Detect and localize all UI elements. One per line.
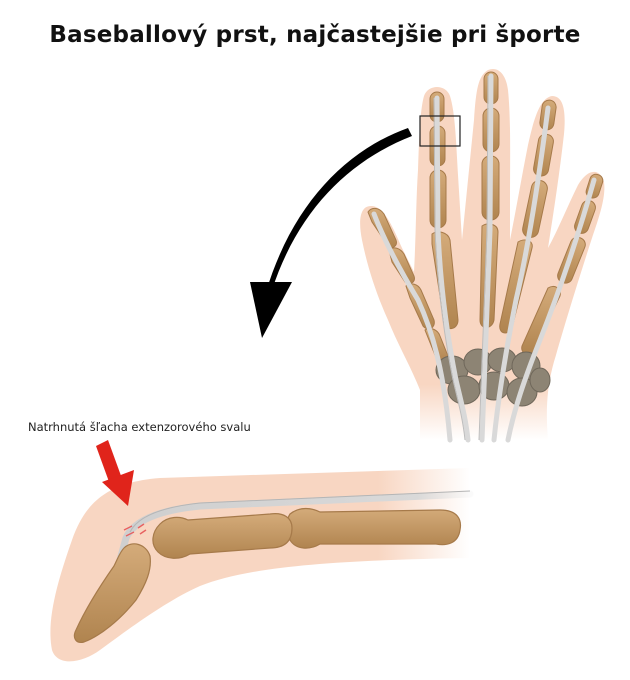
proximal-phalanx bbox=[286, 507, 462, 549]
tear-marks bbox=[123, 523, 147, 537]
tendon-outlines bbox=[433, 75, 489, 441]
finger-cross-section bbox=[50, 468, 474, 662]
extensor-tendons bbox=[371, 73, 597, 443]
middle-phalanx bbox=[152, 513, 293, 559]
distal-phalanx bbox=[73, 543, 151, 643]
diagram-title: Baseballový prst, najčastejšie pri šport… bbox=[49, 22, 581, 48]
highlight-box bbox=[419, 115, 461, 147]
zoom-arrow bbox=[250, 128, 412, 338]
red-pointer-arrow bbox=[96, 440, 134, 506]
hand-illustration bbox=[360, 68, 605, 443]
finger-bones bbox=[73, 507, 462, 643]
torn-tendon-label: Natrhnutá šľacha extenzorového svalu bbox=[28, 420, 251, 434]
